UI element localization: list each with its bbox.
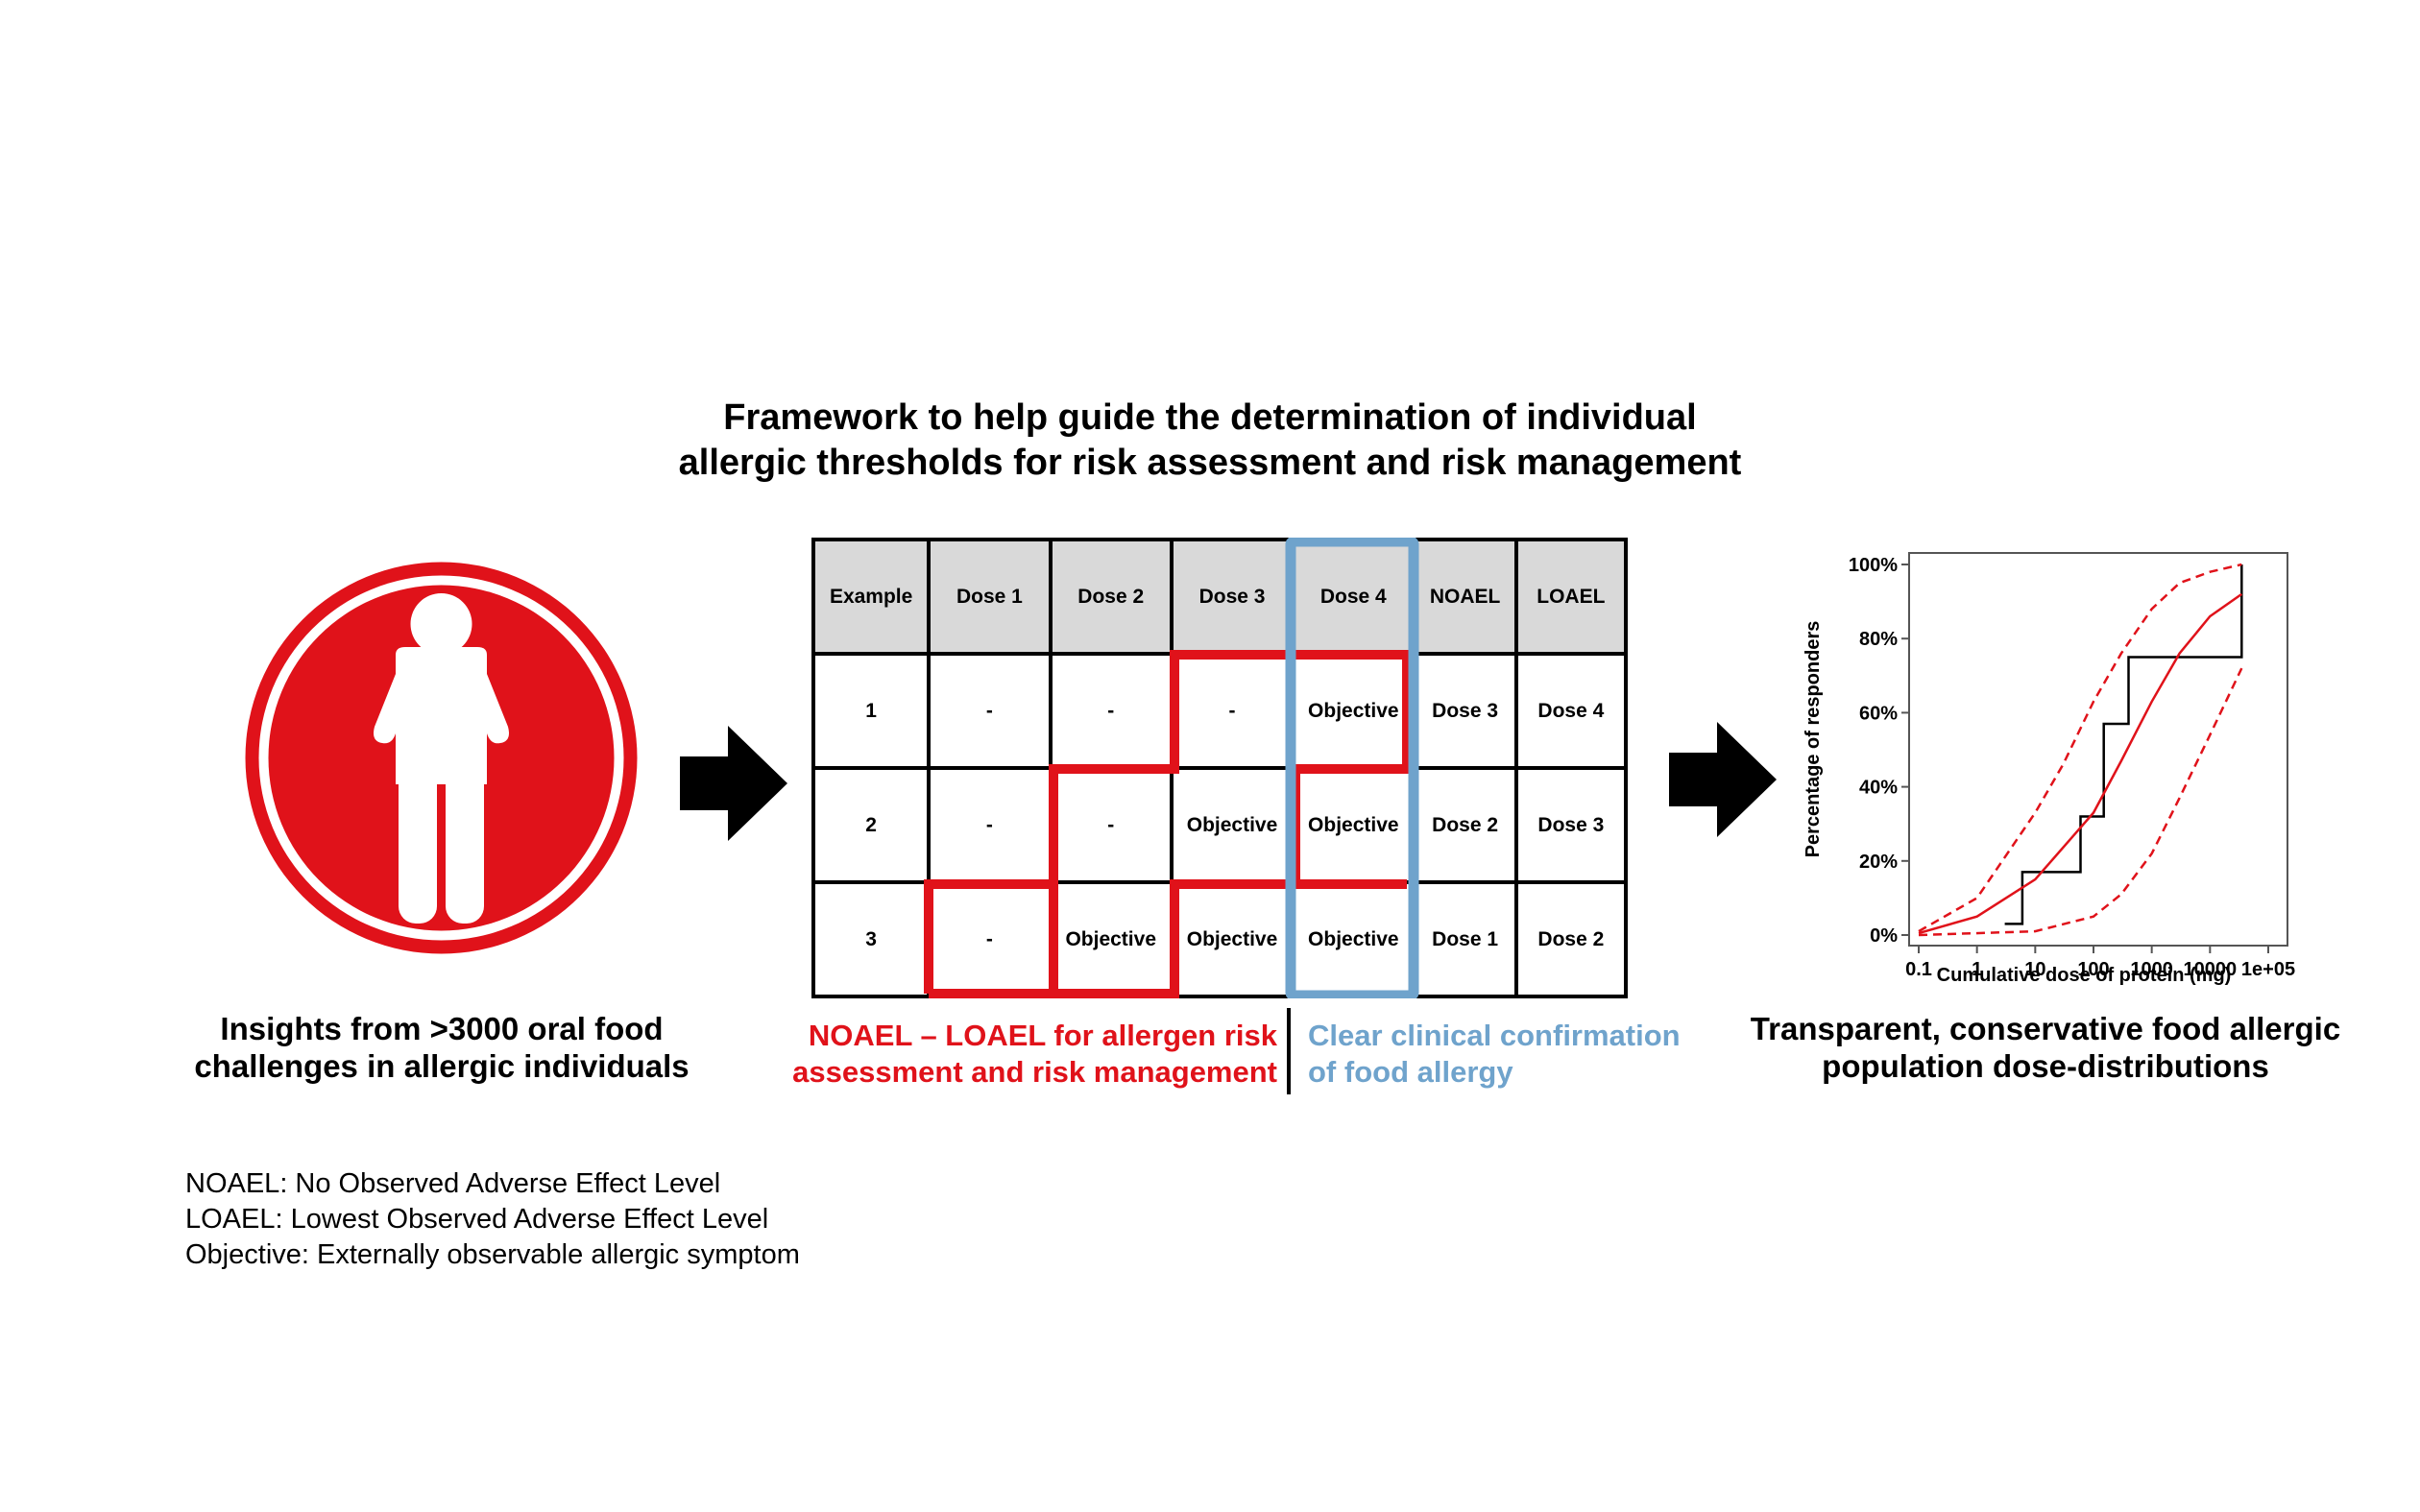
caption-dose-distributions: Transparent, conservative food allergic …	[1719, 1010, 2372, 1085]
table-cell: Dose 3	[1412, 652, 1518, 770]
table-cell: 3	[811, 880, 932, 998]
caption-noael-loael-line2: assessment and risk management	[792, 1055, 1277, 1089]
legend-objective: Objective: Externally observable allergi…	[185, 1239, 800, 1270]
table-header-cell: Dose 2	[1048, 538, 1174, 656]
chart-y-tick-label: 40%	[1859, 778, 1898, 799]
table-header-cell: NOAEL	[1412, 538, 1518, 656]
legend-loael: LOAEL: Lowest Observed Adverse Effect Le…	[185, 1204, 769, 1235]
caption-clinical-line1: Clear clinical confirmation	[1308, 1019, 1681, 1052]
table-header-cell: Example	[811, 538, 932, 656]
caption-insights-line1: Insights from >3000 oral food	[220, 1011, 664, 1046]
table-cell: Objective	[1291, 652, 1416, 770]
chart-x-tick-label: 100	[2077, 959, 2109, 980]
caption-clinical-confirmation: Clear clinical confirmation of food alle…	[1308, 1018, 1711, 1091]
caption-noael-loael: NOAEL – LOAEL for allergen risk assessme…	[739, 1018, 1277, 1091]
chart-x-tick-label: 10	[2024, 959, 2045, 980]
caption-clinical-line2: of food allergy	[1308, 1055, 1513, 1089]
chart-series-confidence-band-2	[1918, 563, 2242, 933]
table-cell: Objective	[1169, 880, 1295, 998]
chart-y-tick-label: 20%	[1859, 852, 1898, 873]
table-cell: -	[927, 766, 1053, 884]
chart-series-empirical-step	[2004, 564, 2243, 925]
table-cell: Dose 1	[1412, 880, 1518, 998]
figure-title-line1: Framework to help guide the determinatio…	[723, 397, 1697, 438]
chart-y-axis-label: Percentage of responders	[1803, 621, 1824, 858]
figure-title: Framework to help guide the determinatio…	[0, 396, 2420, 486]
chart-y-tick-label: 60%	[1859, 703, 1898, 724]
table-cell: -	[927, 652, 1053, 770]
caption-insights-line2: challenges in allergic individuals	[194, 1048, 690, 1084]
chart-x-tick-label: 1000	[2130, 959, 2173, 980]
chart-x-tick-label: 10000	[2184, 959, 2238, 980]
table-cell: -	[927, 880, 1053, 998]
table-cell: Objective	[1291, 880, 1416, 998]
table-cell: Objective	[1291, 766, 1416, 884]
table-row: 1 - - - Objective Dose 3 Dose 4	[811, 652, 1629, 770]
table-cell: Dose 2	[1513, 880, 1629, 998]
right-arrow-icon	[1669, 722, 1779, 837]
table-cell: 1	[811, 652, 932, 770]
chart-x-tick-label: 1e+05	[2241, 959, 2295, 980]
table-cell: -	[1048, 766, 1174, 884]
caption-noael-loael-line1: NOAEL – LOAEL for allergen risk	[808, 1019, 1277, 1052]
chart-y-tick-label: 80%	[1859, 629, 1898, 650]
table-cell: 2	[811, 766, 932, 884]
chart-y-tick-label: 0%	[1870, 925, 1898, 947]
caption-insights: Insights from >3000 oral food challenges…	[144, 1010, 739, 1085]
chart-series-confidence-band-3	[1918, 667, 2243, 937]
table-cell: Dose 4	[1513, 652, 1629, 770]
table-cell: Dose 3	[1513, 766, 1629, 884]
legend-noael: NOAEL: No Observed Adverse Effect Level	[185, 1168, 721, 1199]
chart-x-tick-label: 1	[1972, 959, 1982, 980]
chart-series-fitted-curve	[1918, 592, 2243, 935]
caption-distributions-line2: population dose-distributions	[1822, 1048, 2269, 1084]
chart-x-tick-label: 0.1	[1905, 959, 1932, 980]
chart-plot-frame	[1908, 552, 2288, 947]
table-header-cell: LOAEL	[1513, 538, 1629, 656]
chart-x-axis-label: Cumulative dose of protein (mg)	[1937, 965, 2232, 986]
table-cell: Objective	[1169, 766, 1295, 884]
table-header-cell: Dose 4	[1291, 538, 1416, 656]
figure-title-line2: allergic thresholds for risk assessment …	[678, 443, 1742, 483]
table-cell: -	[1169, 652, 1295, 770]
table-header-row: Example Dose 1 Dose 2 Dose 3 Dose 4 NOAE…	[811, 538, 1629, 656]
dose-table: Example Dose 1 Dose 2 Dose 3 Dose 4 NOAE…	[811, 538, 1629, 998]
abbreviation-legend: NOAEL: No Observed Adverse Effect Level …	[185, 1166, 800, 1273]
table-row: 2 - - Objective Objective Dose 2 Dose 3	[811, 766, 1629, 884]
table-header-cell: Dose 3	[1169, 538, 1295, 656]
table-cell: Objective	[1048, 880, 1174, 998]
table-cell: Dose 2	[1412, 766, 1518, 884]
person-icon	[242, 559, 641, 957]
table-cell: -	[1048, 652, 1174, 770]
table-row: 3 - Objective Objective Objective Dose 1…	[811, 880, 1629, 998]
caption-divider	[1287, 1008, 1291, 1094]
caption-distributions-line1: Transparent, conservative food allergic	[1750, 1011, 2341, 1046]
chart-y-tick-label: 100%	[1849, 555, 1898, 576]
right-arrow-icon	[680, 726, 790, 841]
table-header-cell: Dose 1	[927, 538, 1053, 656]
